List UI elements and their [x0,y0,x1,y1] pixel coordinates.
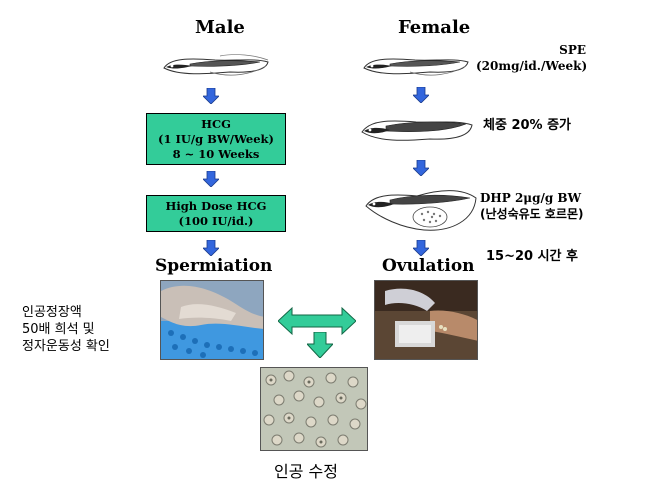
female-fish-image-3 [365,190,477,231]
female-step2-note: 체중 20% 증가 [483,118,572,133]
male-note-line2: 50배 희석 및 [22,322,95,337]
male-step1-line3: 8 ~ 10 Weeks [172,147,260,161]
female-step3-note: DHP 2μg/g BW (난성숙유도 호르몬) [480,190,583,222]
male-step2-line1: High Dose HCG [165,199,267,213]
down-arrow-icon [203,88,219,104]
male-step2-box: High Dose HCG (100 IU/id.) [146,195,286,232]
spermiation-photo-image [161,281,263,359]
male-fish-image [163,54,269,76]
spermiation-label: Spermiation [155,256,273,276]
male-header: Male [195,17,245,38]
down-arrow-icon [413,240,429,256]
down-arrow-icon [203,240,219,256]
ovulation-label: Ovulation [382,256,475,276]
male-note-line3: 정자운동성 확인 [22,339,110,354]
ovulation-photo-image [375,281,477,359]
fertilization-photo [260,367,368,451]
female-step3-line1: DHP 2μg/g BW [480,191,582,205]
male-step1-line1: HCG [201,117,231,131]
male-step2-line2: (100 IU/id.) [178,214,254,228]
down-arrow-icon [203,171,219,187]
fertilization-photo-image [261,368,367,450]
female-step1-note: SPE (20mg/id./Week) [476,42,588,74]
down-arrow-green-icon [307,332,333,358]
female-header: Female [398,17,471,38]
female-step3-line2: (난성숙유도 호르몬) [480,207,584,221]
female-step1-line1: SPE [559,43,586,57]
down-arrow-icon [413,160,429,176]
ovulation-photo [374,280,478,360]
spermiation-photo [160,280,264,360]
double-arrow-icon [278,306,356,336]
down-arrow-icon [413,87,429,103]
male-step1-line2: (1 IU/g BW/Week) [158,132,274,146]
female-time-note: 15~20 시간 후 [486,249,579,264]
female-fish-image-1 [363,58,469,76]
male-step1-box: HCG (1 IU/g BW/Week) 8 ~ 10 Weeks [146,113,286,165]
final-label: 인공 수정 [274,462,338,481]
male-note-line1: 인공정장액 [22,305,82,320]
male-note: 인공정장액 50배 희석 및 정자운동성 확인 [22,304,110,355]
female-fish-image-2 [361,120,473,141]
female-step1-line2: (20mg/id./Week) [476,59,588,73]
